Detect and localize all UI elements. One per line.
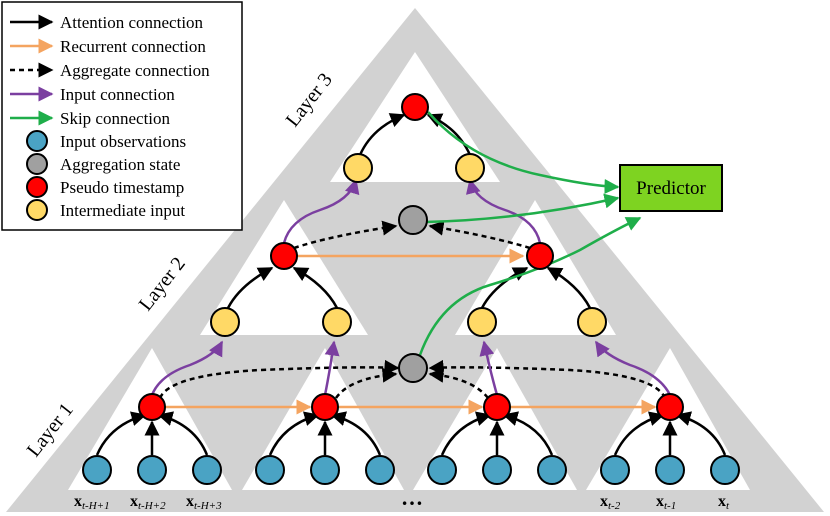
skip-arrow	[424, 193, 620, 224]
legend-intermediate-label: Intermediate input	[60, 201, 185, 220]
layer2-aggregate-arrows	[293, 220, 531, 250]
attn-arrow	[613, 411, 665, 456]
pseudo-node	[311, 393, 339, 421]
layer1-pseudo-nodes	[138, 393, 684, 421]
x-label-5: xt-1	[656, 493, 676, 512]
x-label-2: xt-H+2	[130, 493, 166, 512]
legend: Attention connection Recurrent connectio…	[1, 1, 243, 231]
attn-arrow	[292, 266, 339, 309]
legend-input-obs-swatch	[26, 130, 48, 152]
legend-agg-state-swatch	[26, 153, 48, 175]
aggregate-arrow	[428, 220, 531, 250]
input-node	[537, 455, 567, 485]
intermediate-node	[343, 153, 373, 183]
layer2-aggregation-node	[398, 205, 428, 235]
legend-agg-state-label: Aggregation state	[60, 155, 180, 174]
attn-arrow	[502, 411, 554, 456]
input-node	[600, 455, 630, 485]
legend-recurrent-label: Recurrent connection	[60, 37, 206, 56]
layer1-aggregation-node	[398, 353, 428, 383]
intermediate-node	[210, 307, 240, 337]
layer3-intermediate-nodes	[343, 153, 485, 183]
layer2-intermediate-nodes	[210, 307, 607, 337]
input-arrow	[466, 178, 542, 244]
legend-aggregate-label: Aggregate connection	[60, 61, 210, 80]
legend-pseudo-swatch	[26, 176, 48, 198]
attn-arrow	[480, 266, 529, 309]
attn-arrow	[440, 411, 492, 456]
layer1-aggregate-arrows	[158, 359, 667, 399]
input-arrow	[479, 340, 499, 396]
pseudo-node	[138, 393, 166, 421]
input-observations	[82, 455, 740, 485]
input-arrow	[282, 178, 360, 244]
attn-arrow	[95, 411, 147, 456]
input-arrow	[594, 340, 672, 396]
input-node	[365, 455, 395, 485]
input-node	[192, 455, 222, 485]
input-node	[655, 455, 685, 485]
aggregate-arrow	[334, 367, 398, 399]
outer-pyramid	[6, 8, 824, 512]
x-label-4: xt-2	[600, 493, 621, 512]
legend-input-label: Input connection	[60, 85, 175, 104]
input-node	[310, 455, 340, 485]
attn-arrow	[675, 411, 727, 456]
legend-pseudo-label: Pseudo timestamp	[60, 178, 184, 197]
x-label-3: xt-H+3	[186, 493, 222, 512]
legend-intermediate-swatch	[26, 199, 48, 221]
layer2-pseudo-nodes	[270, 242, 554, 270]
input-arrow	[323, 340, 340, 396]
ellipsis-label: …	[401, 485, 423, 510]
pseudo-node	[270, 242, 298, 270]
legend-skip-label: Skip connection	[60, 109, 171, 128]
aggregate-arrow	[428, 367, 489, 399]
input-node	[427, 455, 457, 485]
predictor-label: Predictor	[636, 178, 706, 199]
aggregate-arrow	[428, 359, 667, 399]
input-node	[82, 455, 112, 485]
intermediate-node	[455, 153, 485, 183]
intermediate-node	[577, 307, 607, 337]
skip-arrow	[418, 216, 642, 356]
layer2-attention-arrows	[226, 266, 592, 309]
attn-arrow	[330, 411, 382, 456]
skip-arrows	[418, 111, 642, 356]
pseudo-node	[656, 393, 684, 421]
layer2-input-arrows	[282, 178, 542, 244]
aggregate-arrow	[293, 220, 398, 250]
attn-arrow	[226, 266, 274, 309]
legend-attention-label: Attention connection	[60, 13, 204, 32]
aggregate-arrow	[158, 359, 400, 399]
layer1-attention-arrows	[95, 411, 727, 456]
pseudo-node	[526, 242, 554, 270]
pseudo-node	[483, 393, 511, 421]
intermediate-node	[467, 307, 497, 337]
attn-arrow	[157, 411, 209, 456]
input-node	[137, 455, 167, 485]
layer3-pseudo-node	[401, 93, 429, 121]
input-arrow	[150, 340, 224, 396]
layer1-input-arrows	[150, 340, 672, 396]
input-node	[255, 455, 285, 485]
attn-arrow	[546, 266, 592, 309]
x-label-1: xt-H+1	[74, 493, 110, 512]
attn-arrow	[358, 113, 406, 156]
input-node	[482, 455, 512, 485]
legend-input-obs-label: Input observations	[60, 132, 186, 151]
attn-arrow	[268, 411, 320, 456]
x-label-6: xt	[718, 493, 730, 512]
input-node	[710, 455, 740, 485]
skip-arrow	[427, 111, 620, 195]
predictor-box	[619, 164, 723, 212]
intermediate-node	[322, 307, 352, 337]
